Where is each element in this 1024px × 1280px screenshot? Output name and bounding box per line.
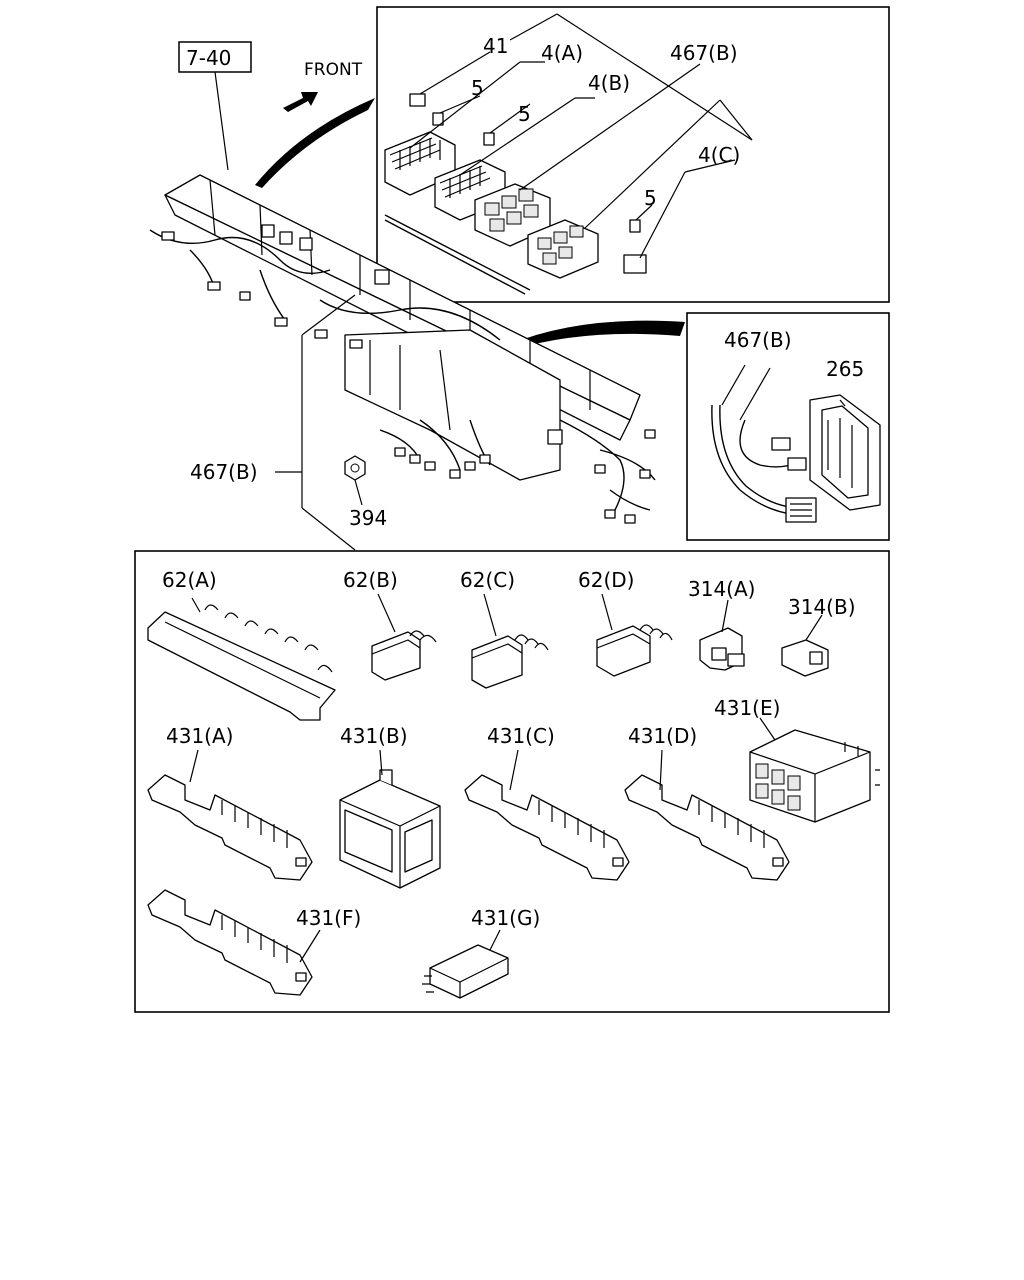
label-41: 41 <box>483 34 508 58</box>
connector-parts-box: 62(A) 62(B) 62(C) 62(D) <box>134 550 890 1013</box>
label-394: 394 <box>349 506 387 530</box>
part-314b: 314(B) <box>781 595 856 677</box>
label-5-a: 5 <box>471 76 484 100</box>
label-265: 265 <box>826 357 864 381</box>
label-431g: 431(G) <box>471 906 540 930</box>
label-314a: 314(A) <box>688 577 755 601</box>
label-467b-right: 467(B) <box>724 328 792 352</box>
part-431d: 431(D) <box>624 724 790 881</box>
relay-block-4c <box>527 219 599 279</box>
label-5-b: 5 <box>518 102 531 126</box>
reference-box: 7-40 <box>178 41 252 171</box>
part-62b: 62(B) <box>343 568 437 681</box>
front-label: FRONT <box>304 60 363 80</box>
label-431c: 431(C) <box>487 724 555 748</box>
part-5-fuse-c <box>629 219 641 233</box>
fuse-relay-inset: 41 4(A) 5 4(B) 5 467(B) 4(C) 5 <box>376 6 890 303</box>
part-5-fuse-b <box>483 132 495 146</box>
label-62a: 62(A) <box>162 568 217 592</box>
label-431f: 431(F) <box>296 906 361 930</box>
label-5-c: 5 <box>644 186 657 210</box>
nut-394 <box>344 455 366 481</box>
label-4b: 4(B) <box>588 71 630 95</box>
part-41-clip <box>409 93 426 107</box>
front-arrow-icon <box>283 92 318 112</box>
pointer-right-inset <box>508 320 685 350</box>
part-431c: 431(C) <box>464 724 630 881</box>
grommet-inset: 467(B) 265 <box>686 312 890 541</box>
label-62c: 62(C) <box>460 568 515 592</box>
part-5-fuse-a <box>432 112 444 126</box>
label-431e: 431(E) <box>714 696 780 720</box>
label-4c: 4(C) <box>698 143 740 167</box>
part-62d: 62(D) <box>578 568 673 677</box>
part-431g: 431(G) <box>422 906 540 999</box>
label-4a: 4(A) <box>541 41 583 65</box>
relay-4c-cube <box>623 254 647 274</box>
label-431a: 431(A) <box>166 724 233 748</box>
pointer-top-inset <box>255 98 375 188</box>
relay-block-467b <box>474 183 551 247</box>
label-467b-top: 467(B) <box>670 41 738 65</box>
part-431a: 431(A) <box>147 724 313 881</box>
part-62c: 62(C) <box>460 568 549 689</box>
part-431e: 431(E) <box>714 696 880 823</box>
instrument-panel-harness: 467(B) 394 <box>149 174 656 551</box>
part-431b: 431(B) <box>339 724 441 889</box>
label-62d: 62(D) <box>578 568 634 592</box>
label-467b-left: 467(B) <box>190 460 258 484</box>
label-314b: 314(B) <box>788 595 856 619</box>
reference-box-label: 7-40 <box>186 46 231 70</box>
part-431f: 431(F) <box>147 889 361 996</box>
part-62a: 62(A) <box>147 568 336 721</box>
label-431d: 431(D) <box>628 724 697 748</box>
part-314a: 314(A) <box>688 577 755 671</box>
front-arrow: FRONT <box>283 60 363 112</box>
label-62b: 62(B) <box>343 568 398 592</box>
label-431b: 431(B) <box>340 724 408 748</box>
